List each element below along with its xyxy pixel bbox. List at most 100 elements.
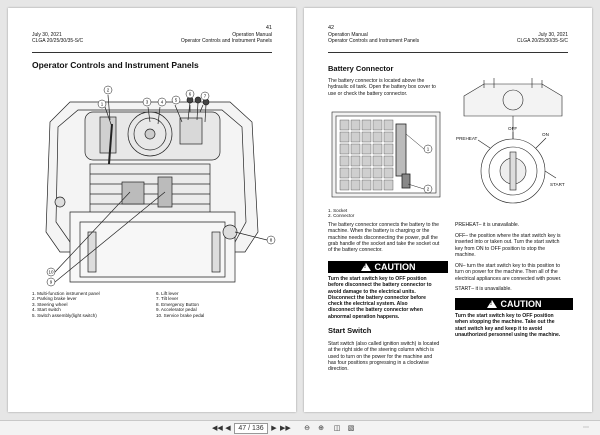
text-line: machine.	[455, 251, 476, 258]
text-line: hydraulic oil tank. Open the battery box…	[328, 84, 436, 91]
text-line: OFF– the position where the start switch…	[455, 233, 561, 239]
page-number: 42	[328, 25, 335, 31]
text-line: disconnect the battery connector when	[328, 307, 423, 314]
header-manual: Operation Manual	[232, 32, 272, 38]
battery-cell	[372, 131, 383, 143]
battery-legend: 1. Socket 2. Connector	[328, 208, 354, 219]
off-text: OFF– the position where the start switch…	[455, 233, 575, 258]
battery-cell	[372, 179, 383, 191]
text-line: electrical appliances are connected with…	[455, 275, 562, 282]
label-start: START	[550, 182, 565, 187]
battery-cell	[350, 167, 361, 179]
svg-text:2: 2	[427, 187, 430, 192]
first-page-icon[interactable]: ◀◀	[212, 425, 223, 432]
on-text: ON– turn the start switch key to this po…	[455, 263, 575, 282]
caution-banner: CAUTION	[328, 261, 448, 273]
label-on: ON	[542, 132, 549, 137]
label-preheat: PREHEAT	[456, 136, 478, 141]
legend-item: 4. Start switch	[32, 307, 61, 313]
battery-cell	[339, 131, 350, 143]
callout-6: 6	[189, 92, 192, 97]
page-number: 41	[265, 25, 272, 31]
battery-cell	[383, 167, 394, 179]
text-line: ON– turn the start switch key to this po…	[455, 263, 561, 269]
legend-item: 2. Parking brake lever	[32, 296, 77, 302]
battery-cell	[339, 143, 350, 155]
legend-left: 1. Multi-function instrument panel 2. Pa…	[32, 291, 100, 318]
text-line: has four positions progressing in a cloc…	[328, 359, 429, 366]
next-page-icon[interactable]: ▶	[271, 425, 277, 432]
label-off: OFF	[508, 126, 517, 131]
battery-cell	[350, 119, 361, 131]
zoom-in-icon[interactable]: ⊕	[318, 425, 324, 432]
text-line: Start switch (also called ignition switc…	[328, 341, 440, 347]
battery-cell	[339, 119, 350, 131]
text-line: when stopping the machine. Take out the	[455, 319, 555, 326]
legend-item: 1. Multi-function instrument panel	[32, 291, 100, 296]
navigation-bar: ◀◀ ◀ 47 / 136 ▶ ▶▶ ⊖ ⊕ ◫ ▧ ⋯	[0, 420, 600, 435]
battery-cell	[339, 167, 350, 179]
battery-cell	[372, 143, 383, 155]
caution-label: CAUTION	[374, 262, 416, 272]
text-line: abnormal operation happens.	[328, 313, 400, 320]
page-title: Operator Controls and Instrument Panels	[32, 60, 199, 70]
legend-item: 5. Switch assembly(light switch)	[32, 312, 97, 318]
battery-cell	[361, 143, 372, 155]
battery-cell	[361, 155, 372, 167]
header-date: July 30, 2021	[538, 32, 568, 38]
fit-page-icon[interactable]: ◫	[333, 425, 341, 432]
zoom-out-icon[interactable]: ⊖	[304, 425, 310, 432]
text-line: before disconnect the battery connector …	[328, 282, 432, 289]
header-rule	[328, 52, 568, 53]
battery-cell	[361, 119, 372, 131]
text-line: The battery connector connects the batte…	[328, 222, 439, 228]
battery-cell	[361, 131, 372, 143]
text-line: The battery connector is located above t…	[328, 78, 425, 84]
page-input[interactable]: 47 / 136	[234, 423, 268, 434]
battery-cell	[372, 167, 383, 179]
callout-10: 10	[48, 270, 54, 275]
header-manual: Operation Manual	[328, 32, 368, 38]
battery-cell	[361, 167, 372, 179]
two-page-view-icon[interactable]: ▧	[347, 425, 355, 432]
menu-icon[interactable]: ⋯	[583, 425, 589, 431]
battery-cell	[350, 155, 361, 167]
text-line: inserted into or taken out. Turn the sta…	[455, 239, 560, 246]
callout-5: 5	[175, 98, 178, 103]
text-line: of the battery connector.	[328, 247, 383, 254]
battery-cell	[383, 143, 394, 155]
callout-9: 9	[50, 280, 53, 285]
operator-controls-illustration: 2 1 3 4 5 6 7 8 10 9	[45, 85, 276, 287]
text-line: direction.	[328, 366, 349, 373]
battery-cell	[383, 155, 394, 167]
battery-cell	[350, 143, 361, 155]
start-switch-title: Start Switch	[328, 326, 372, 335]
caution-banner: CAUTION	[455, 298, 573, 310]
svg-text:1: 1	[427, 147, 430, 152]
header-date: July 30, 2021	[32, 32, 62, 38]
previous-page-icon[interactable]: ◀	[225, 425, 231, 432]
last-page-icon[interactable]: ▶▶	[280, 425, 291, 432]
legend-item: 10. Service brake pedal	[156, 312, 205, 318]
total-pages: 136	[251, 425, 264, 432]
warning-icon	[360, 263, 371, 271]
callout-3: 3	[146, 100, 149, 105]
callout-8: 8	[270, 238, 273, 243]
battery-cell	[350, 131, 361, 143]
battery-connector-illustration: 1 2	[331, 111, 441, 198]
text-line: key from ON to OFF position to stop the	[455, 245, 546, 252]
caution-text-start-switch: Turn the start switch key to OFF positio…	[455, 313, 577, 338]
battery-cell	[372, 155, 383, 167]
legend-item: 2. Connector	[328, 213, 355, 219]
battery-connector-title: Battery Connector	[328, 64, 394, 73]
start-switch-illustration: PREHEAT OFF ON START	[456, 78, 565, 204]
legend-item: 9. Accelerator pedal	[156, 307, 197, 313]
text-line: machine needs disconnecting the power, p…	[328, 234, 438, 241]
text-line: used to turn on the power for the machin…	[328, 353, 433, 360]
text-line: turn on power for the machine. Then all …	[455, 269, 558, 276]
legend-item: 8. Emergency Button	[156, 301, 199, 307]
warning-icon	[486, 300, 497, 308]
battery-cell	[372, 119, 383, 131]
